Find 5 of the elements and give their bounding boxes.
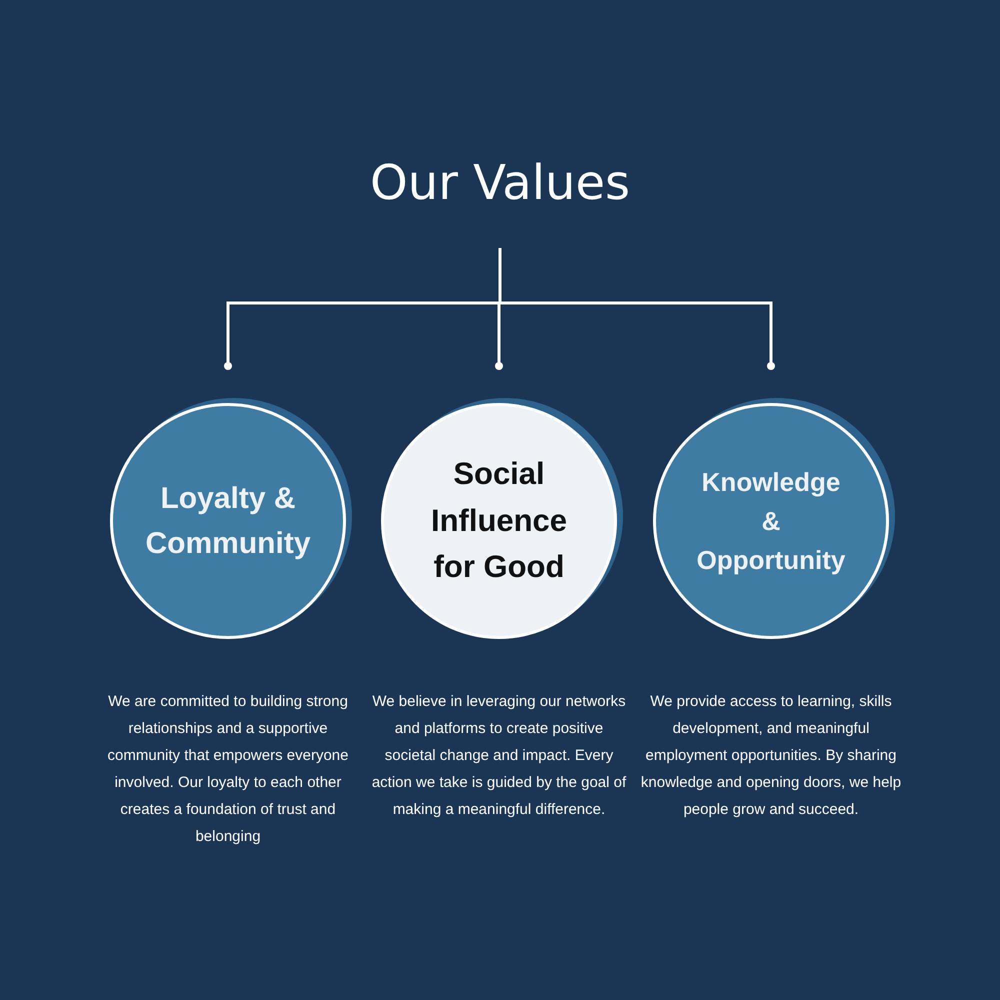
description-text: We believe in leveraging our networks and platforms to create positive societal change and impact. Every action we take is guided by the goal of making a meaningful difference. (370, 692, 628, 820)
description-text: We are committed to building strong relationships and a supportive community that empowers everyone involved. Our loyalty to each other creates a foundation of trust and belonging (106, 692, 350, 847)
description-text: We provide access to learning, skills development, and meaningful employment opportunities. By sharing knowledge and opening doors, we help people grow and succeed. (640, 692, 902, 820)
connector-line (498, 248, 775, 370)
title-text: Our Values (370, 155, 630, 211)
